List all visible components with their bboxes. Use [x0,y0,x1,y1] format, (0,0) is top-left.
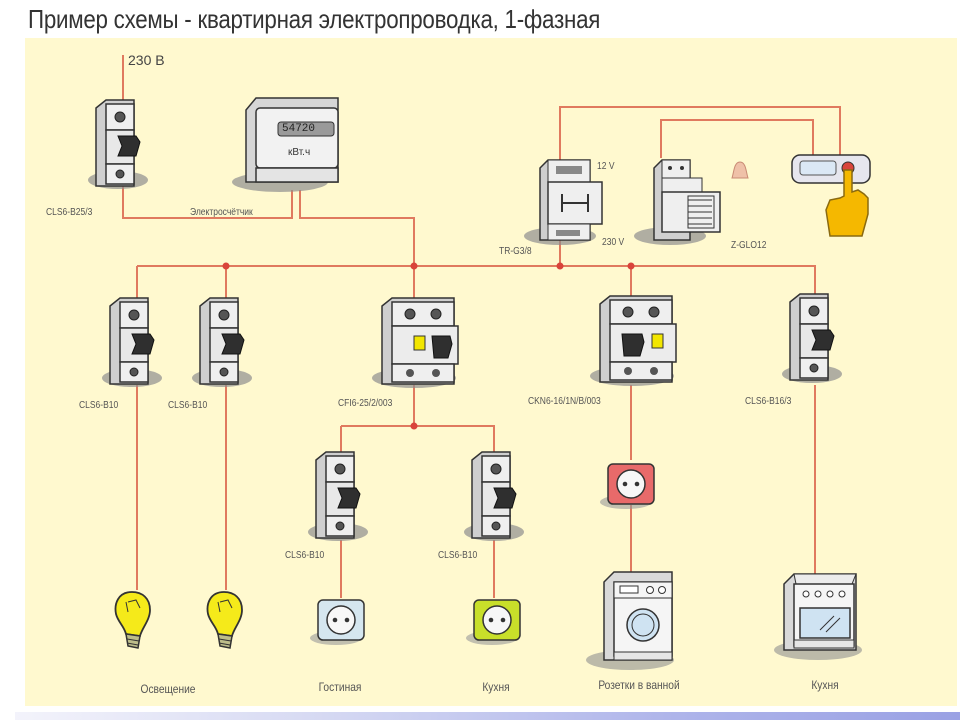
breaker-stove-icon[interactable] [781,293,843,384]
transformer-icon[interactable] [524,159,603,245]
load-caption: Освещение [140,682,196,696]
socket-living-room-icon[interactable] [309,599,365,646]
load-caption: Кухня [482,680,510,694]
load-caption: Розетки в ванной [598,678,680,692]
junction-dot [410,262,418,270]
rcd-icon[interactable] [371,297,459,389]
doorbell-label: Z-GLO12 [731,240,767,251]
wire-bell-button [660,119,814,160]
transformer-label: TR-G3/8 [499,246,532,257]
meter-reading: 54720 [282,123,316,135]
wire-sub-bus [341,425,495,452]
light-bulb-icon[interactable] [206,591,243,649]
meter-unit: кВт.ч [288,147,311,158]
electricity-meter-icon[interactable] [232,97,339,192]
breaker-label: CFI6-25/2/003 [338,398,393,409]
light-bulb-icon[interactable] [114,591,151,649]
load-caption: Кухня [811,678,839,692]
rcbo-icon[interactable] [589,295,677,387]
main-breaker-label: CLS6-B25/3 [46,207,93,218]
breaker-label: CLS6-B10 [168,400,208,411]
hand-pointer-icon [825,169,869,237]
breaker-label: CLS6-B16/3 [745,396,792,407]
bell-icon [731,161,749,179]
junctions [222,262,635,430]
sub-breaker-living-icon[interactable] [307,451,369,542]
page-title: Пример схемы - квартирная электропроводк… [28,4,601,34]
sub-breaker-label: CLS6-B10 [438,550,478,561]
sub-breaker-label: CLS6-B10 [285,550,325,561]
breaker-label: CKN6-16/1N/B/003 [528,396,601,407]
junction-dot [410,422,418,430]
washing-machine-icon[interactable] [586,571,674,670]
wire-meter-out [299,190,415,266]
sub-breaker-kitchen-icon[interactable] [463,451,525,542]
junction-dot [222,262,230,270]
supply-voltage-label: 230 В [128,52,165,68]
load-caption: Гостиная [318,680,362,694]
meter-label: Электросчётчик [190,207,253,218]
transformer-in-voltage: 230 V [602,237,625,248]
junction-dot [556,262,564,270]
doorbell-button-icon[interactable] [791,154,871,184]
wire-breaker-to-meter [122,185,293,219]
doorbell-relay-icon[interactable] [634,159,721,245]
breaker-lighting-1-icon[interactable] [101,297,163,388]
bottom-gradient-bar [15,712,960,720]
breaker-lighting-2-icon[interactable] [191,297,253,388]
wire-bus [137,265,816,295]
stove-icon[interactable] [774,573,862,660]
main-breaker-icon[interactable] [87,99,149,190]
transformer-out-voltage: 12 V [597,161,615,172]
wires [122,55,841,598]
socket-bathroom-icon[interactable] [599,463,655,510]
junction-dot [627,262,635,270]
wire-trans-bell [559,106,841,160]
breaker-label: CLS6-B10 [79,400,119,411]
socket-kitchen-icon[interactable] [465,599,521,646]
